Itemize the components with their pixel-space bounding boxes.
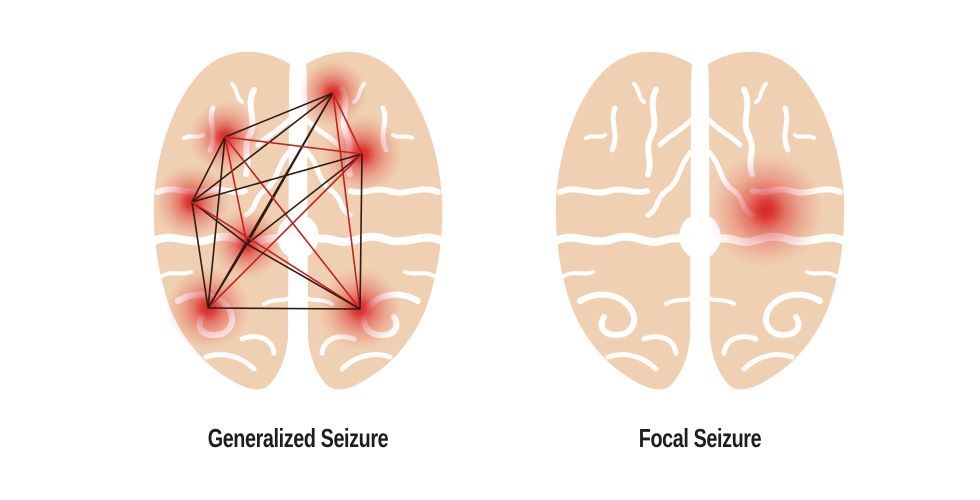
focal-seizure-label: Focal Seizure <box>638 423 762 453</box>
generalized-seizure-network <box>154 59 402 351</box>
generalized-seizure-label: Generalized Seizure <box>207 423 389 453</box>
network-edge-D-E <box>191 201 248 245</box>
network-edge-A-D <box>191 92 334 203</box>
network-edge-B-F <box>207 136 226 309</box>
seizure-hotspot-H <box>708 152 824 268</box>
network-edge-E-G <box>246 243 361 310</box>
network-edge-D-G <box>191 201 361 310</box>
network-edge-A-G <box>332 92 361 310</box>
focal-seizure-hotspot-layer <box>708 152 824 268</box>
network-edge-B-D <box>191 136 226 203</box>
network-edge-A-B <box>224 92 334 138</box>
network-edge-B-C <box>224 136 363 155</box>
network-edge-C-E <box>246 153 363 245</box>
network-edge-F-G <box>207 307 361 310</box>
network-edge-C-F <box>207 153 363 309</box>
network-edge-E-F <box>207 243 248 309</box>
network-edge-D-F <box>191 201 209 309</box>
network-edge-A-F <box>207 92 334 309</box>
network-edge-A-C <box>332 92 363 155</box>
network-edge-B-E <box>224 136 248 245</box>
network-edge-C-G <box>359 153 363 310</box>
network-edge-C-D <box>191 153 363 203</box>
